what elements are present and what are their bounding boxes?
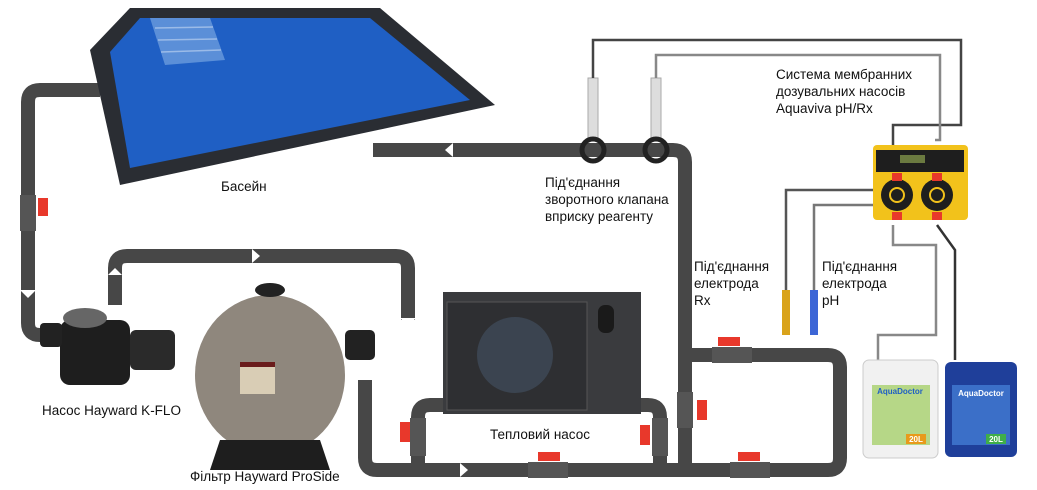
pipe-return-to-pool — [373, 143, 692, 470]
tube-canister-left — [876, 225, 938, 360]
check-valve-label: Під'єднання зворотного клапана вприску р… — [545, 175, 669, 224]
injection-check-valves — [579, 77, 670, 164]
flow-arrow — [400, 318, 416, 326]
cable-ph — [812, 203, 873, 320]
flow-arrow — [20, 290, 36, 298]
rx-electrode-label: Під'єднання електрода Rx — [694, 259, 770, 308]
canister-volume-text: 20L — [989, 435, 1003, 444]
flow-arrows — [20, 143, 468, 477]
dosing-system-label: Система мембранних дозувальних насосів A… — [776, 67, 912, 116]
pump-label: Насос Hayward K-FLO — [42, 403, 181, 418]
canister-brand-text: AquaDoctor — [958, 389, 1004, 398]
tube-rx-dosing — [591, 38, 963, 145]
pipe-pump-to-filter — [108, 249, 415, 320]
cable-rx — [784, 188, 873, 320]
ph-electrode — [810, 290, 818, 335]
ball-valve — [712, 337, 752, 363]
pipes — [21, 83, 847, 477]
ball-valve — [640, 418, 668, 456]
pipe-filter-outlet — [358, 348, 847, 477]
ball-valves — [20, 195, 770, 478]
rx-electrode — [782, 290, 790, 335]
filter-image — [195, 283, 375, 470]
filter-label: Фільтр Hayward ProSide — [190, 469, 340, 484]
tube-ph-dosing — [654, 53, 942, 142]
ball-valve — [528, 452, 568, 478]
pool-label: Басейн — [221, 179, 267, 194]
ball-valve — [677, 392, 707, 428]
flow-arrow — [445, 143, 453, 157]
flow-arrow — [460, 463, 468, 477]
canister-brand-text: AquaDoctor — [877, 387, 923, 396]
pump-image — [40, 308, 175, 385]
tube-canister-right — [935, 224, 957, 360]
flow-arrow — [108, 268, 122, 275]
ball-valve — [20, 195, 48, 231]
canister-white: AquaDoctor 20L — [862, 359, 939, 459]
flow-arrow — [252, 249, 260, 263]
dosing-system-image — [873, 145, 968, 220]
ball-valve — [400, 418, 426, 456]
ph-electrode-label: Під'єднання електрода pH — [822, 259, 898, 308]
ball-valve — [730, 452, 770, 478]
heat-pump-label: Тепловий насос — [490, 427, 590, 442]
heat-pump-image — [443, 292, 641, 414]
canister-volume-text: 20L — [909, 435, 923, 444]
canister-blue: AquaDoctor 20L — [945, 362, 1017, 457]
pool-image — [90, 8, 495, 185]
